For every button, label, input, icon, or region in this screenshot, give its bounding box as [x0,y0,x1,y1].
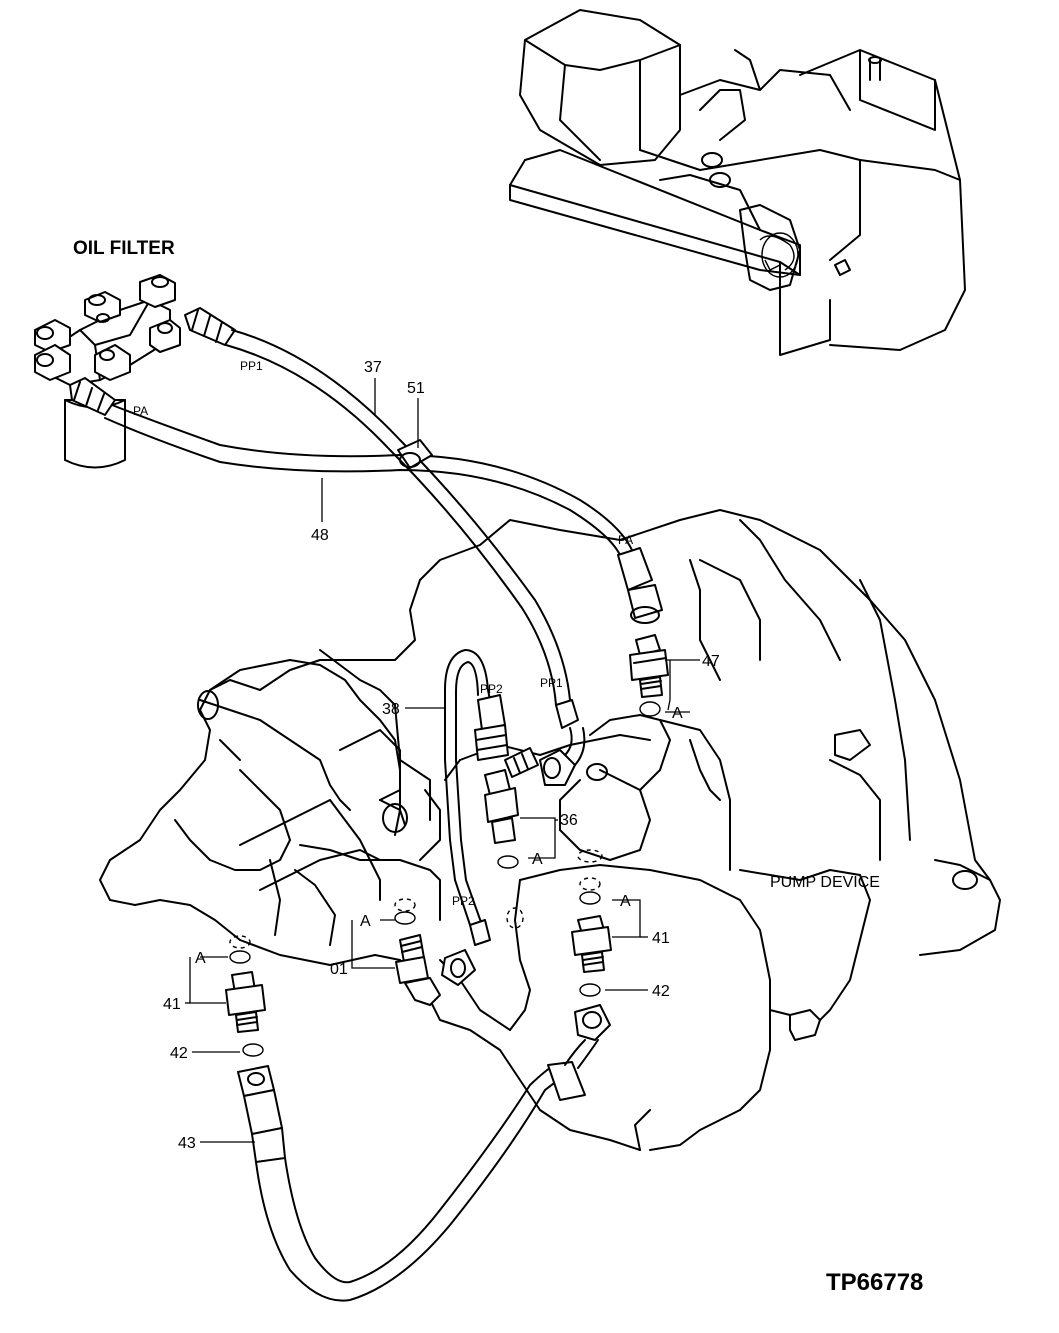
port-label-pp1-filter: PP1 [240,359,263,373]
tube-38-pp2 [441,649,509,986]
part-number-38: 38 [382,701,400,718]
part-number-42-right: 42 [652,983,670,1000]
part-number-43: 43 [178,1135,196,1152]
leader-lines [185,378,700,1143]
fitting-47 [629,634,669,717]
pump-device-caption: PUMP DEVICE [770,874,880,891]
port-label-pp1-pump: PP1 [540,676,563,690]
machine-overview-illustration [509,9,966,356]
detail-ref-a-41-left: A [195,950,206,967]
detail-reference-labels: A A A A A [195,705,683,967]
port-label-pp2-upper: PP2 [480,682,503,696]
hose-48-pa [69,377,663,624]
fitting-41-left [225,935,266,1057]
oil-filter-assembly [34,274,181,469]
hose-37-pp1 [184,307,586,786]
part-number-41-right: 41 [652,930,670,947]
oil-filter-caption: OIL FILTER [73,238,175,259]
port-labels: PP1 PA PA PP2 PP1 PP2 [133,359,633,908]
port-label-pa-pump: PA [618,533,633,547]
port-label-pa-filter: PA [133,404,148,418]
part-number-51: 51 [407,380,425,397]
pump-device-body [99,509,1001,1151]
part-number-41-left: 41 [163,996,181,1013]
part-number-01: 01 [330,961,348,978]
part-number-47: 47 [702,653,720,670]
detail-ref-a-41-right: A [620,893,631,910]
detail-ref-a-47: A [672,705,683,722]
elbow-fitting-01 [394,898,524,1006]
tee-fitting-36 [484,747,608,869]
fitting-41-right [571,877,612,997]
part-number-36: 36 [560,812,578,829]
detail-ref-a-01: A [360,913,371,930]
part-number-labels: 37 51 48 38 47 36 41 42 41 42 43 01 [163,359,720,1152]
clamp-51 [397,439,433,469]
caption-labels: OIL FILTER PUMP DEVICE TP66778 [73,238,923,1296]
part-number-42-left: 42 [170,1045,188,1062]
port-label-pp2-lower: PP2 [452,894,475,908]
hose-43 [237,1004,611,1302]
part-number-37: 37 [364,359,382,376]
detail-ref-a-36: A [532,851,543,868]
drawing-code: TP66778 [826,1269,923,1296]
part-number-48: 48 [311,527,329,544]
